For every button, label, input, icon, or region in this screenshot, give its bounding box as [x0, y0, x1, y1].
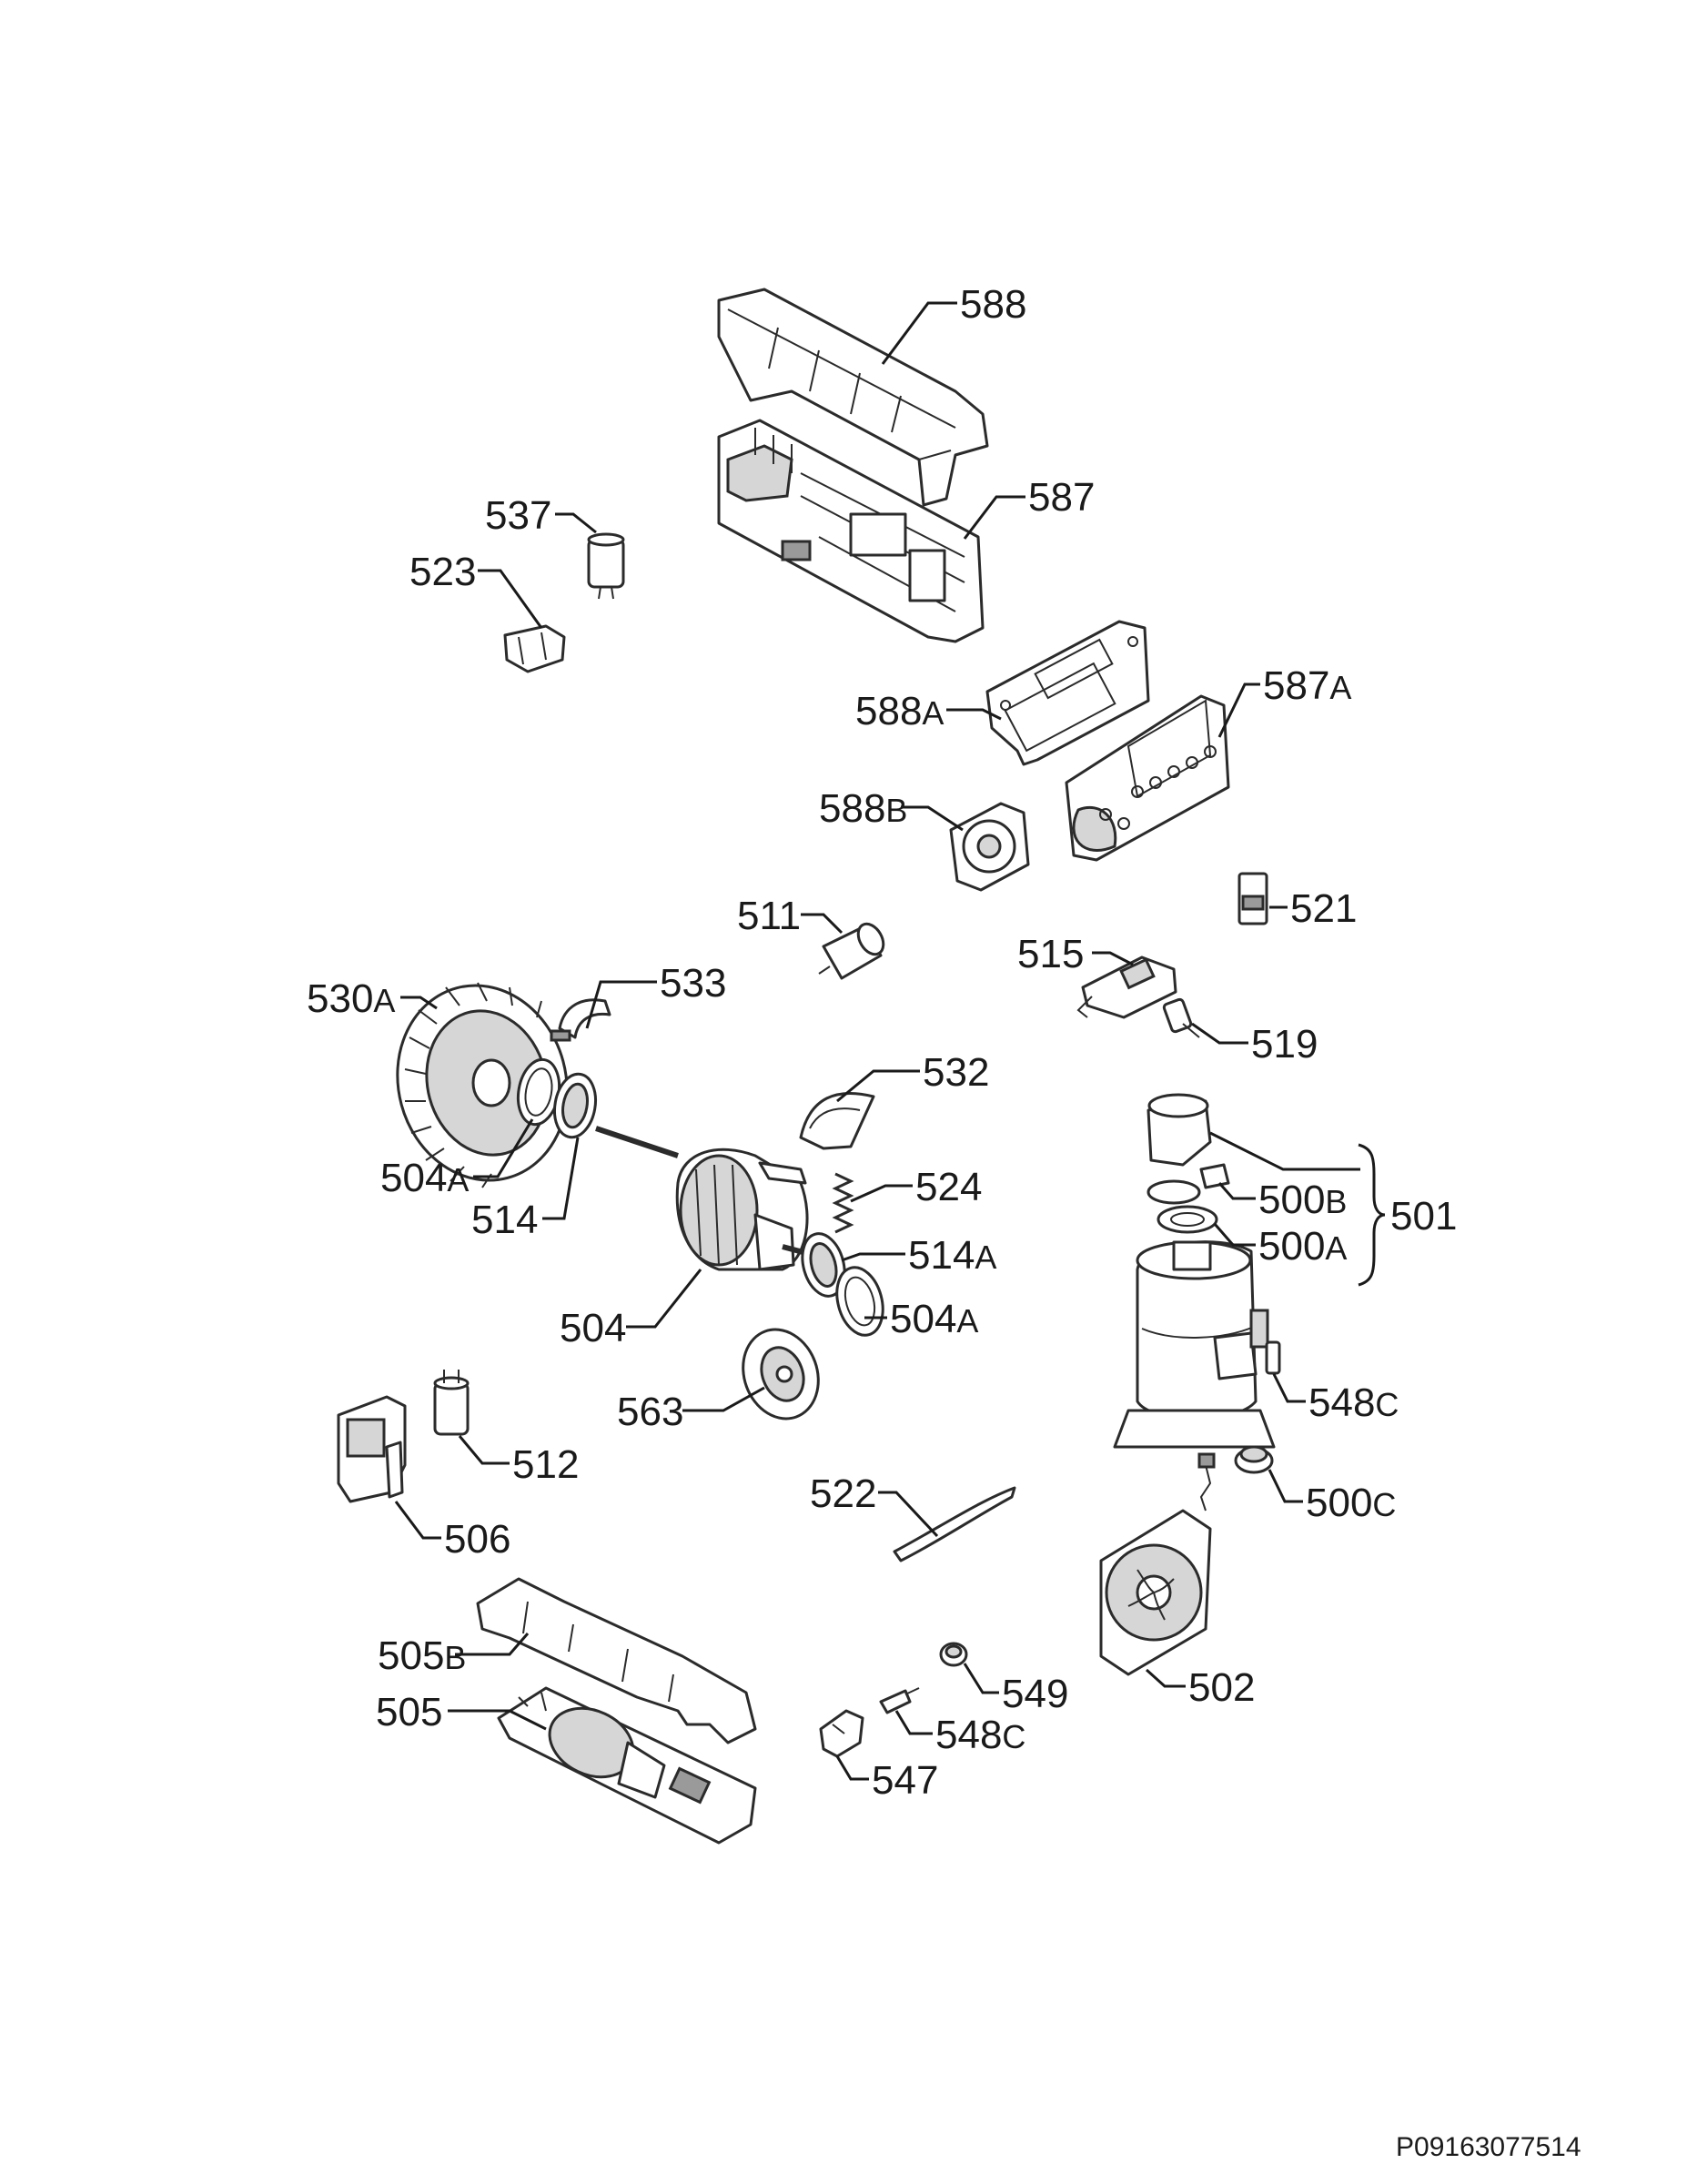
- part-533-holder: [550, 998, 611, 1042]
- callout-563: 563: [617, 1390, 683, 1434]
- part-588A-frame: [985, 620, 1150, 766]
- part-compressor: [1113, 1240, 1276, 1449]
- part-587A-display-board: [1065, 694, 1230, 862]
- callout-514: 514: [471, 1198, 538, 1242]
- part-514-seal: [552, 1072, 598, 1139]
- callout-500B: 500B: [1258, 1178, 1347, 1222]
- callout-547: 547: [872, 1758, 938, 1803]
- callout-532: 532: [923, 1050, 989, 1095]
- callout-588A: 588A: [855, 689, 944, 733]
- callout-500C: 500C: [1306, 1481, 1396, 1525]
- callout-502: 502: [1188, 1665, 1255, 1710]
- part-547-connector: [819, 1709, 864, 1758]
- callout-523: 523: [409, 550, 476, 594]
- callout-588: 588: [960, 282, 1026, 327]
- part-548C-bottom-pin: [879, 1687, 920, 1714]
- part-537-capacitor: [587, 532, 625, 600]
- callout-labels: 588 587 537 523 588A 587A 588B 521 511 5…: [307, 282, 1457, 1803]
- callout-530A: 530A: [307, 976, 395, 1021]
- part-588B-selector: [949, 802, 1030, 892]
- part-500B-top-fitting: [1147, 1093, 1230, 1189]
- part-549-ring: [939, 1642, 968, 1667]
- callout-519: 519: [1251, 1022, 1318, 1067]
- part-523-clip: [503, 624, 566, 673]
- callout-522: 522: [810, 1471, 876, 1516]
- callout-588B: 588B: [819, 786, 907, 831]
- callout-549: 549: [1002, 1672, 1068, 1716]
- part-588-cover: [717, 288, 989, 507]
- parts-layer: [337, 288, 1386, 1845]
- part-505-pump-assembly: [497, 1686, 757, 1845]
- callout-514A: 514A: [908, 1233, 996, 1278]
- part-587-board: [717, 419, 985, 643]
- part-512-capacitor: [433, 1370, 470, 1436]
- part-524-spring: [832, 1172, 854, 1234]
- callout-511: 511: [737, 894, 801, 938]
- part-521-sensor: [1237, 872, 1268, 925]
- part-504-motor: [595, 1126, 824, 1271]
- part-506-pump: [337, 1395, 407, 1503]
- callout-521: 521: [1290, 886, 1357, 931]
- leader-lines: [394, 301, 1360, 1781]
- callout-537: 537: [485, 493, 551, 538]
- callout-505B: 505B: [378, 1633, 466, 1678]
- part-514A-seal: [801, 1232, 846, 1298]
- part-502-fan: [1099, 1452, 1216, 1676]
- callout-501: 501: [1390, 1194, 1457, 1239]
- callout-500A: 500A: [1258, 1224, 1347, 1269]
- drawing-code: P09163077514: [1396, 2132, 1581, 2162]
- callout-504: 504: [560, 1306, 626, 1350]
- callout-548C-bottom: 548C: [935, 1713, 1025, 1757]
- part-505B-cover: [476, 1577, 757, 1744]
- callout-504A-right: 504A: [890, 1297, 978, 1341]
- part-515-door-lock: [1076, 956, 1177, 1019]
- callout-512: 512: [512, 1442, 579, 1487]
- callout-587: 587: [1028, 475, 1095, 520]
- callout-505: 505: [376, 1690, 442, 1734]
- callout-515: 515: [1017, 932, 1084, 976]
- part-548C-right-pin: [1265, 1340, 1281, 1375]
- callout-524: 524: [915, 1165, 982, 1209]
- part-519-connector: [1162, 997, 1200, 1038]
- part-563-pulley: [742, 1328, 820, 1421]
- brace-501: [1358, 1143, 1386, 1287]
- callout-533: 533: [660, 961, 726, 1006]
- callout-587A: 587A: [1263, 663, 1351, 708]
- part-522-strip: [893, 1486, 1016, 1562]
- part-500A-gaskets: [1147, 1179, 1218, 1234]
- callout-548C-right: 548C: [1308, 1380, 1399, 1425]
- part-500C-grommet: [1234, 1445, 1274, 1474]
- callout-504A-left: 504A: [380, 1156, 469, 1200]
- part-511-capacitor: [818, 922, 885, 980]
- part-532-cover: [799, 1092, 875, 1150]
- callout-506: 506: [444, 1517, 510, 1562]
